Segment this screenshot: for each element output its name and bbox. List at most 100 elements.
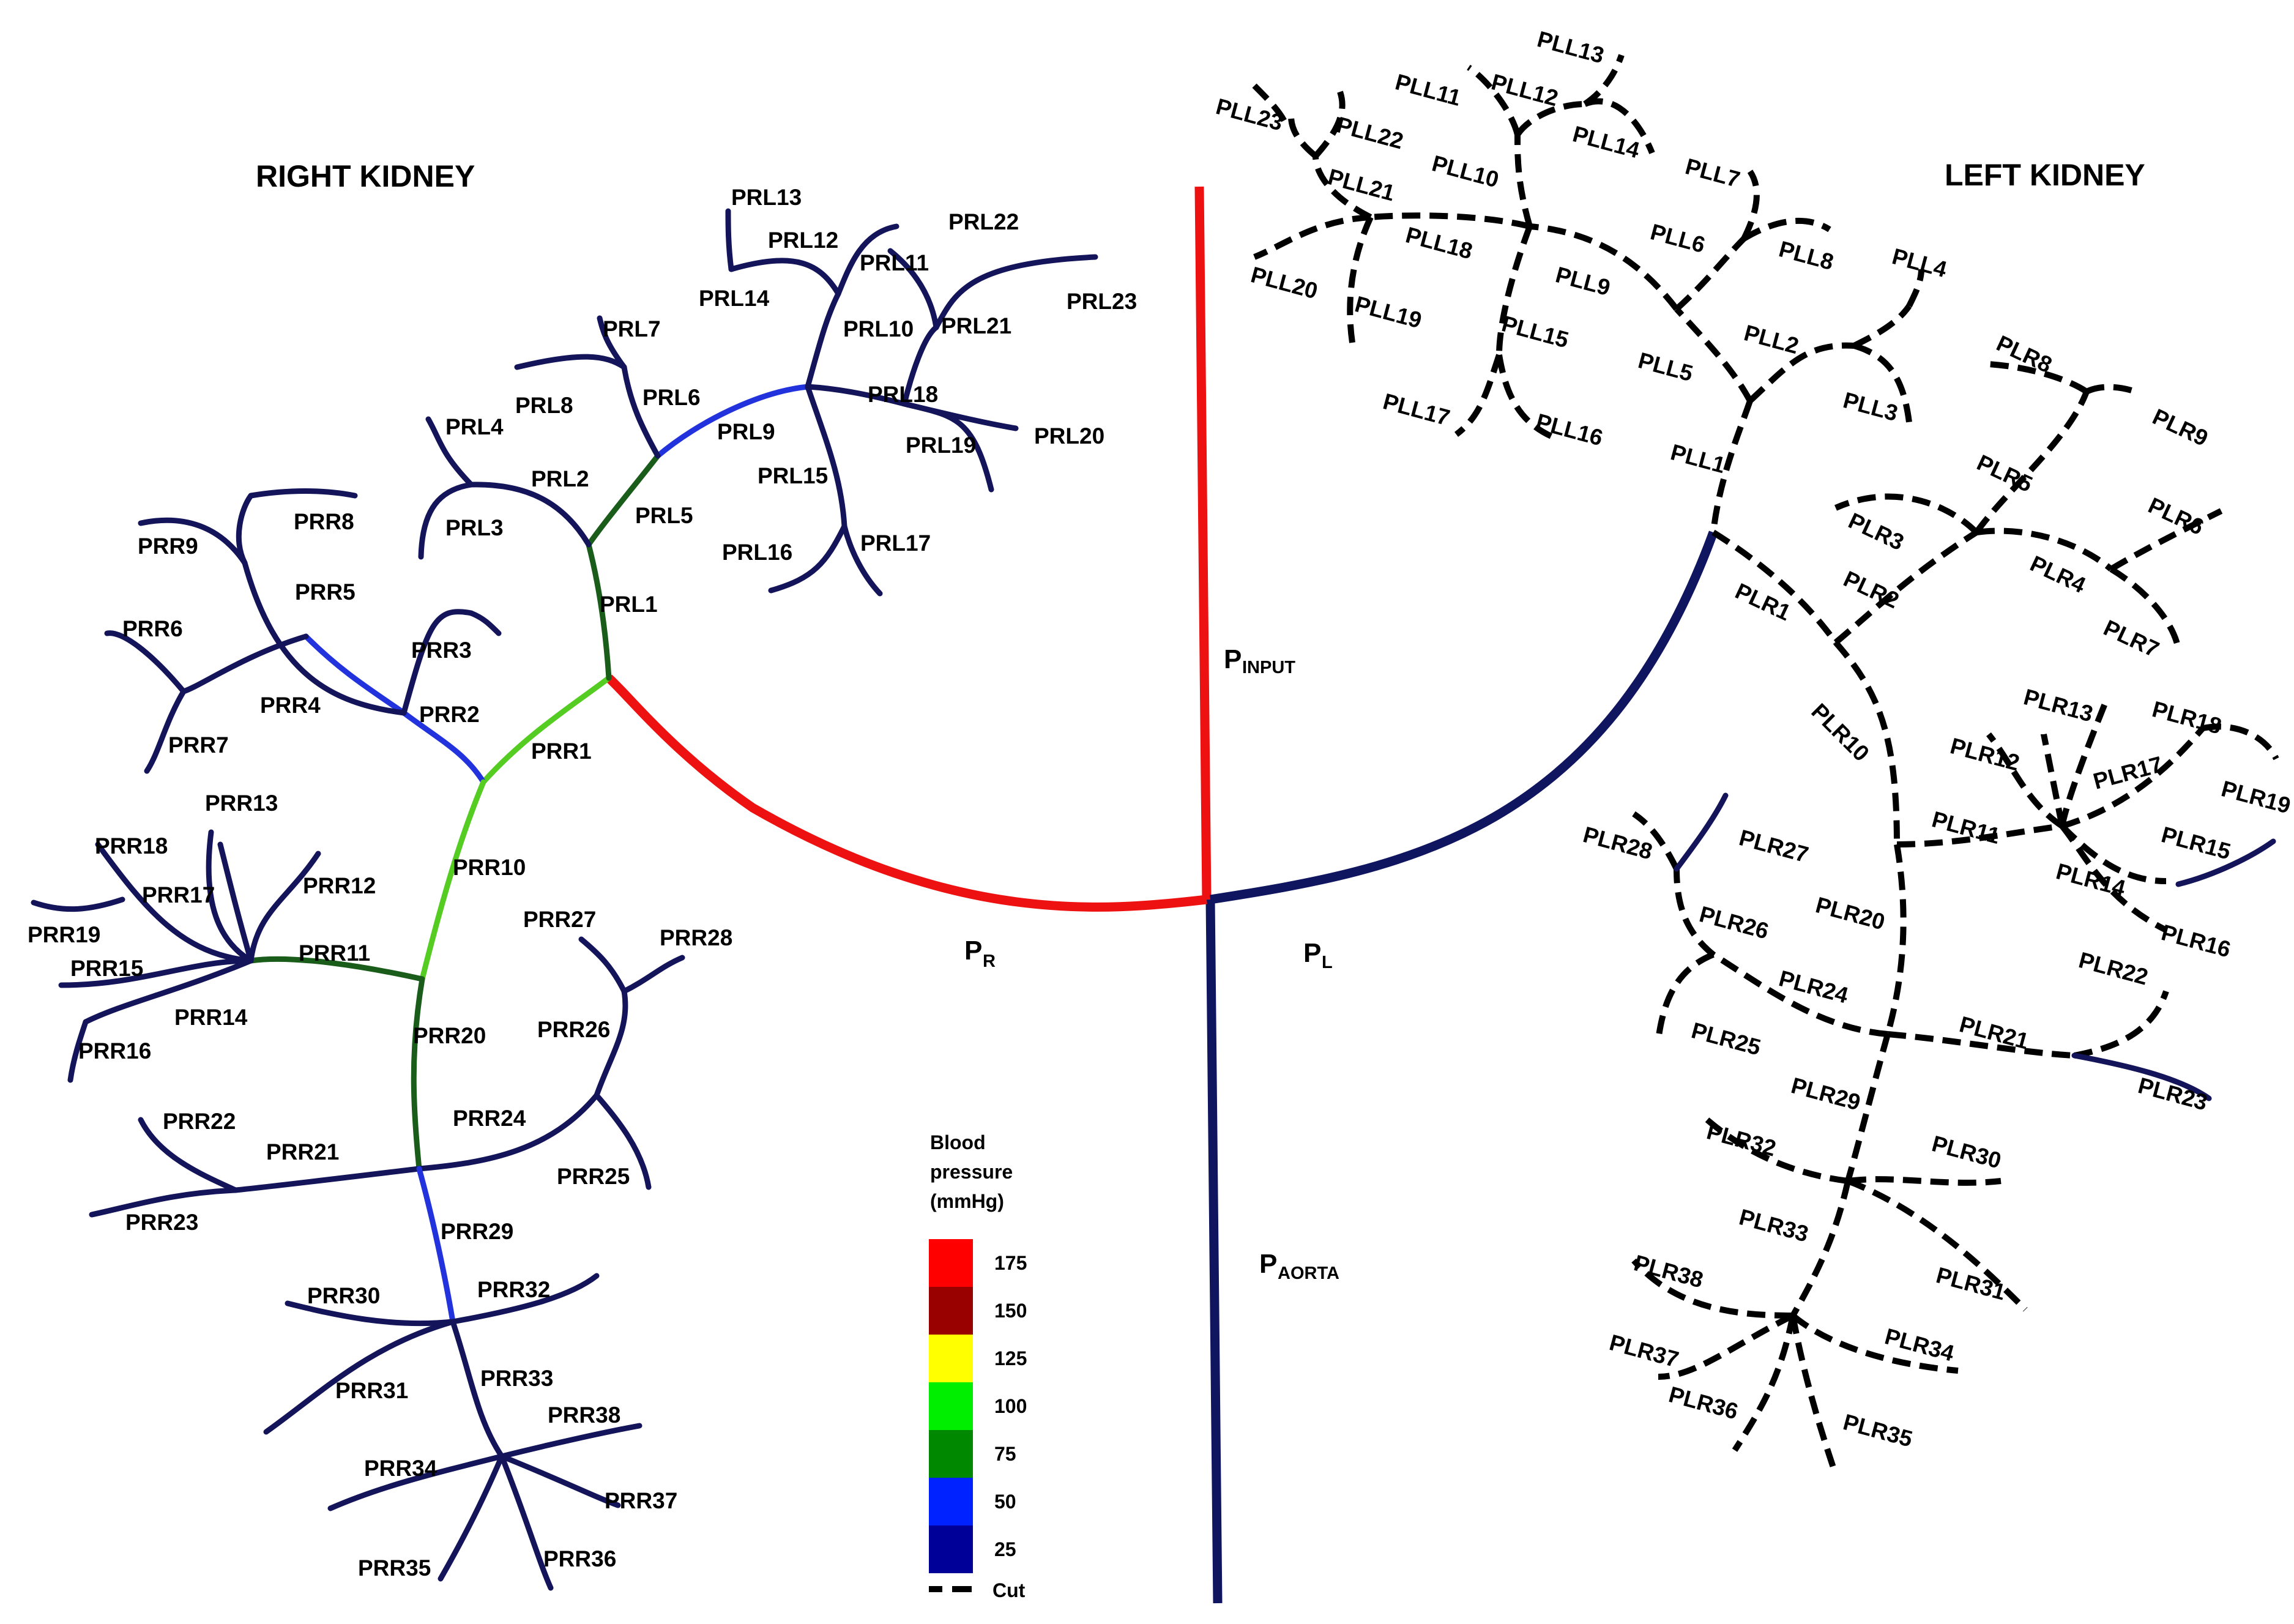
left-vessel-cut-2 xyxy=(1674,307,1753,403)
label-plr12: PLR12 xyxy=(1948,733,2022,775)
right-vessel-segment-13 xyxy=(725,208,734,272)
label-prl22: PRL22 xyxy=(948,209,1019,234)
left-vessel-cut-19 xyxy=(1674,236,1746,311)
label-plr24: PLR24 xyxy=(1776,966,1851,1008)
right-vessel-segment-42 xyxy=(58,958,254,988)
right-vessel-segment-36 xyxy=(248,956,425,982)
right-vessel-segment-18 xyxy=(841,523,883,597)
right-vessel-segment-16 xyxy=(805,384,847,529)
label-prr14: PRR14 xyxy=(174,1005,248,1030)
right-vessel-segment-26 xyxy=(242,560,407,716)
label-pll18: PLL18 xyxy=(1403,222,1475,264)
legend-swatch-75 xyxy=(929,1430,973,1478)
label-prr26: PRR26 xyxy=(537,1017,610,1042)
label-prr5: PRR5 xyxy=(295,579,356,605)
label-prr25: PRR25 xyxy=(557,1164,630,1189)
pressure-node-right: P R xyxy=(964,936,996,971)
label-pll2: PLL2 xyxy=(1741,320,1801,359)
label-plr18: PLR18 xyxy=(2150,696,2224,739)
right-vessel-segment-43 xyxy=(83,958,254,1025)
label-plr27: PLR27 xyxy=(1737,825,1811,867)
label-prr12: PRR12 xyxy=(303,873,376,898)
label-prr7: PRR7 xyxy=(168,732,229,758)
legend-title-line-2: pressure xyxy=(930,1161,1013,1183)
left-vessel-cut-23 xyxy=(1852,304,1912,349)
left-renal-artery xyxy=(1209,531,1718,904)
label-prl17: PRL17 xyxy=(860,531,931,556)
pressure-left-main: P xyxy=(1303,938,1321,968)
left-vessel-cut-24 xyxy=(1906,269,1924,308)
right-vessel-segment-37 xyxy=(206,829,254,964)
label-pll7: PLL7 xyxy=(1683,154,1743,192)
label-prl23: PRL23 xyxy=(1067,289,1137,314)
label-pll11: PLL11 xyxy=(1393,69,1464,111)
right-vessel-segment-12 xyxy=(728,258,841,297)
right-vessel-segment-34 xyxy=(144,688,187,774)
left-vessel-cut-32 xyxy=(1976,527,2113,572)
pressure-aorta-sub: AORTA xyxy=(1278,1264,1339,1283)
right-vessel-segment-20 xyxy=(887,248,939,330)
left-vessel-cut-37 xyxy=(2041,734,2065,827)
left-vessel-cut-11 xyxy=(1514,134,1533,228)
vessel-segments xyxy=(31,54,2279,1604)
right-vessel-segment-5 xyxy=(468,482,592,548)
label-pll1: PLL1 xyxy=(1668,439,1728,478)
right-vessel-segment-28 xyxy=(248,488,358,499)
left-vessel-cut-49 xyxy=(1674,868,1716,957)
label-plr32: PLR32 xyxy=(1704,1119,1779,1161)
label-pll16: PLL16 xyxy=(1533,409,1606,450)
label-plr22: PLR22 xyxy=(2076,947,2151,989)
label-plr5: PLR5 xyxy=(1973,450,2036,497)
label-prl4: PRL4 xyxy=(445,414,504,439)
right-vessel-segment-35 xyxy=(419,779,486,982)
right-vessel-segment-39 xyxy=(248,851,321,964)
left-vessel-cut-43 xyxy=(2060,824,2168,933)
label-prl19: PRL19 xyxy=(906,433,976,458)
right-vessel-segment-24 xyxy=(401,710,486,785)
label-prr4: PRR4 xyxy=(260,693,321,718)
legend-swatch-175 xyxy=(929,1239,973,1287)
left-vessel-cut-10 xyxy=(1252,83,1288,124)
left-vessel-cut-55 xyxy=(1790,1180,1851,1317)
label-prl8: PRL8 xyxy=(515,393,573,418)
left-vessel-cut-60 xyxy=(1790,1313,1959,1374)
label-plr2: PLR2 xyxy=(1840,566,1903,613)
label-prr2: PRR2 xyxy=(419,702,480,727)
label-prl9: PRL9 xyxy=(717,419,775,444)
label-plr13: PLR13 xyxy=(2021,684,2096,726)
left-navy-tip-1 xyxy=(2175,838,2276,887)
label-pll23: PLL23 xyxy=(1213,94,1286,135)
right-vessel-segment-48 xyxy=(89,1187,239,1218)
legend-swatch-50 xyxy=(929,1478,973,1525)
right-vessel-segment-8 xyxy=(621,364,661,459)
legend-swatch-25 xyxy=(929,1525,973,1573)
right-vessel-segment-9 xyxy=(514,354,627,370)
pressure-node-aorta: P AORTA xyxy=(1259,1249,1339,1283)
right-vessel-segment-44 xyxy=(67,1019,89,1083)
left-vessel-cut-17 xyxy=(1454,354,1502,437)
label-plr36: PLR36 xyxy=(1666,1382,1741,1424)
left-vessel-cut-29 xyxy=(1973,390,2090,534)
left-vessel-cut-41 xyxy=(2202,723,2279,761)
right-vessel-segment-60 xyxy=(438,1453,505,1582)
legend-title-line-3: (mmHg) xyxy=(930,1190,1004,1212)
label-plr7: PLR7 xyxy=(2100,615,2163,662)
left-vessel-cut-58 xyxy=(1732,1315,1796,1452)
left-vessel-cut-50 xyxy=(1632,811,1680,871)
label-prl15: PRL15 xyxy=(758,463,828,488)
label-plr38: PLR38 xyxy=(1631,1250,1706,1292)
right-vessel-segment-4 xyxy=(655,384,811,459)
left-vessel-cut-5 xyxy=(1253,214,1371,260)
label-plr16: PLR16 xyxy=(2159,920,2233,962)
legend-value-150: 150 xyxy=(994,1300,1027,1322)
pressure-aorta-main: P xyxy=(1259,1249,1277,1279)
left-vessel-cut-7 xyxy=(1313,155,1372,220)
right-vessel-segment-15 xyxy=(805,384,907,407)
label-pll14: PLL14 xyxy=(1570,121,1642,163)
label-prl5: PRL5 xyxy=(635,503,693,528)
label-plr14: PLR14 xyxy=(2054,859,2128,901)
right-vessel-segment-33 xyxy=(104,630,187,695)
label-plr21: PLR21 xyxy=(1957,1011,2031,1054)
label-pll9: PLL9 xyxy=(1553,262,1613,300)
label-prr29: PRR29 xyxy=(441,1219,513,1244)
